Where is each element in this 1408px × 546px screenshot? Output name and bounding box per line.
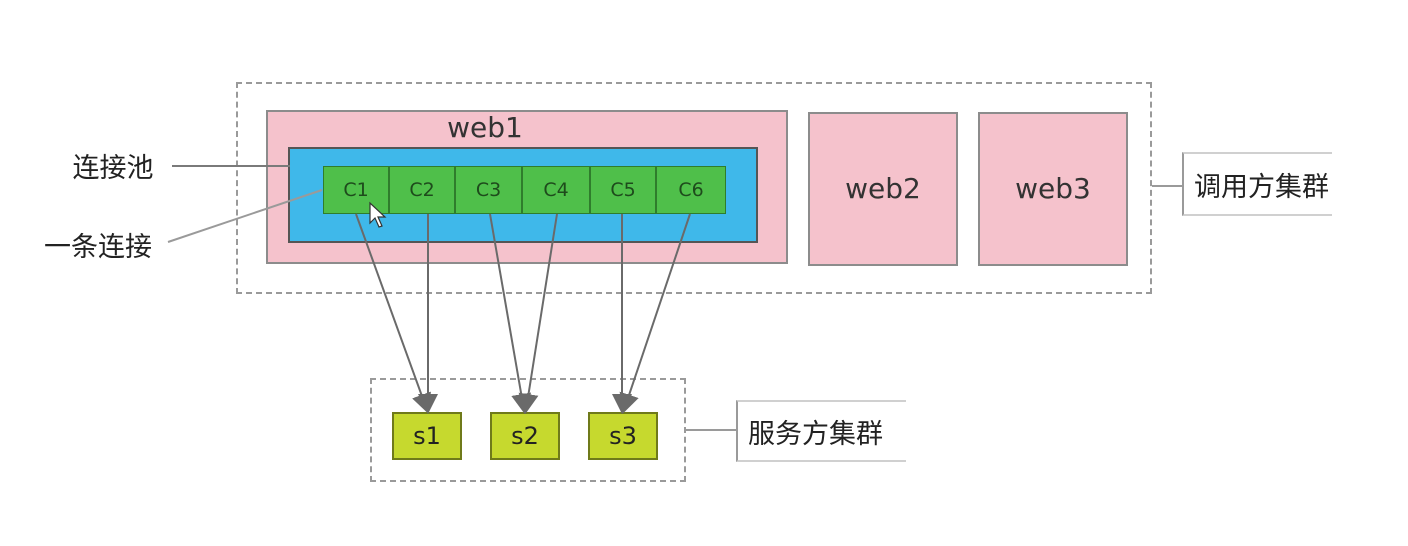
link-c3-s2 [489, 213, 532, 414]
provider-cluster-boundary [370, 378, 686, 482]
connection-callout-leader [167, 189, 323, 243]
link-c6-s3 [619, 213, 691, 414]
web3-node: web3 [978, 112, 1128, 266]
provider-cluster-label: 服务方集群 [736, 400, 906, 462]
connection-c2: C2 [389, 166, 455, 214]
mouse-cursor-icon [369, 201, 387, 228]
pool-label: 连接池 [72, 152, 154, 184]
connection-c5: C5 [590, 166, 656, 214]
caller-cluster-label: 调用方集群 [1182, 152, 1332, 216]
connection-c6: C6 [656, 166, 726, 214]
server-s2: s2 [490, 412, 560, 460]
web1-label: web1 [447, 111, 523, 144]
link-c4-s2 [518, 213, 558, 414]
caller-cluster-boundary [236, 82, 1152, 294]
link-c1-s1 [355, 213, 431, 414]
connection-label: 一条连接 [44, 231, 152, 263]
connection-c3: C3 [455, 166, 522, 214]
connection-c4: C4 [522, 166, 590, 214]
web2-node: web2 [808, 112, 958, 266]
connection-c1: C1 [323, 166, 389, 214]
